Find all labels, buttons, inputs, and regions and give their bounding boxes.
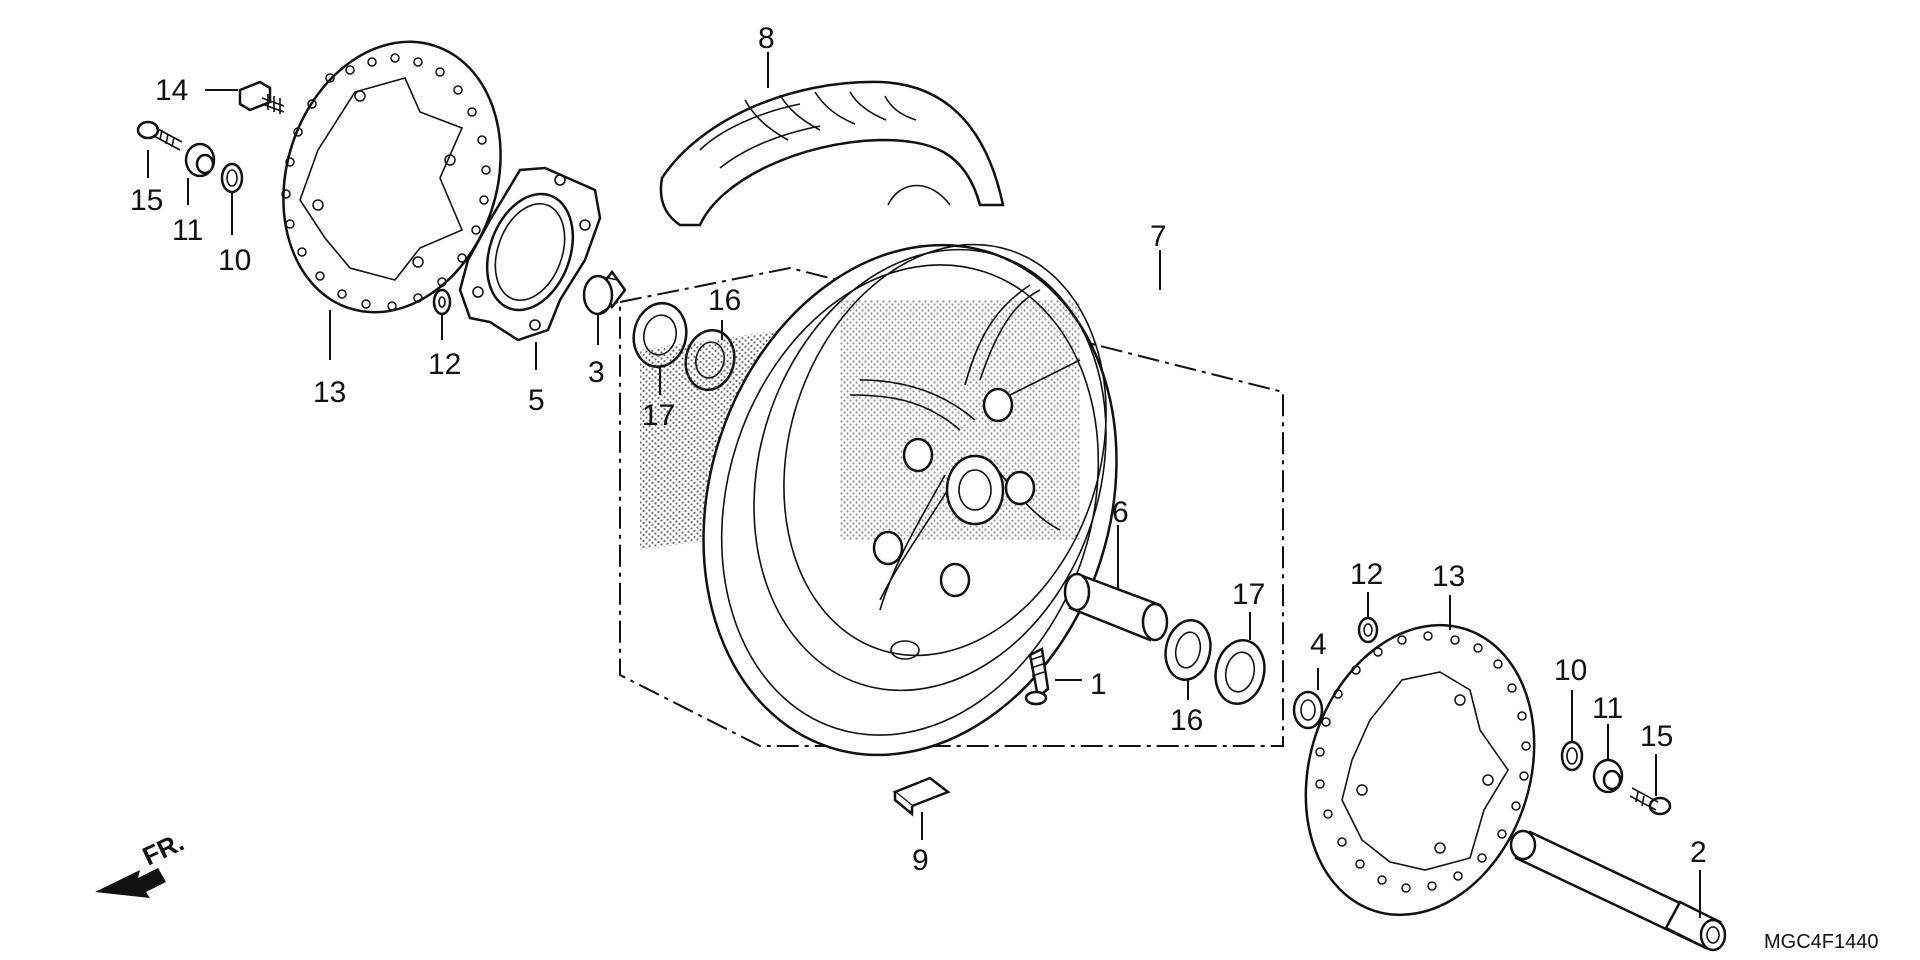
callout-8: 8 bbox=[758, 22, 775, 55]
callout-14: 14 bbox=[155, 74, 188, 107]
axle-2 bbox=[1509, 829, 1727, 952]
direction-label: FR. bbox=[138, 827, 189, 872]
callout-11-right: 11 bbox=[1592, 692, 1623, 725]
brake-disc-right bbox=[1304, 623, 1536, 917]
washer-10-left bbox=[220, 162, 244, 194]
callout-16-left: 16 bbox=[708, 284, 741, 317]
tyre-8 bbox=[659, 80, 1005, 227]
callout-1: 1 bbox=[1090, 668, 1107, 701]
callout-12-left: 12 bbox=[428, 348, 461, 381]
callout-11-left: 11 bbox=[172, 214, 203, 247]
bolt-14 bbox=[238, 80, 285, 114]
callout-17-right: 17 bbox=[1232, 578, 1265, 611]
bearing-17-right bbox=[1214, 639, 1266, 705]
weight-9 bbox=[892, 776, 951, 817]
leader-lines bbox=[147, 52, 1701, 918]
collar-4 bbox=[1292, 690, 1324, 730]
bearing-16-right bbox=[1164, 619, 1212, 681]
callouts: 1 2 3 4 5 6 7 8 9 10 10 11 11 12 12 13 1… bbox=[130, 22, 1879, 953]
washer-12-left bbox=[432, 288, 452, 316]
callout-15-right: 15 bbox=[1640, 720, 1673, 753]
callout-2: 2 bbox=[1690, 836, 1707, 869]
callout-16-right: 16 bbox=[1170, 704, 1203, 737]
callout-9: 9 bbox=[912, 844, 929, 877]
callout-15-left: 15 bbox=[130, 184, 163, 217]
diagram-code: MGC4F1440 bbox=[1764, 931, 1879, 953]
nut-11-left bbox=[184, 142, 216, 178]
callout-10-left: 10 bbox=[218, 244, 251, 277]
callout-4: 4 bbox=[1310, 628, 1327, 661]
washer-10-right bbox=[1560, 740, 1584, 772]
bolt-15-left bbox=[136, 120, 183, 151]
valve-1 bbox=[1024, 647, 1050, 706]
pulser-ring-5 bbox=[458, 166, 602, 342]
callout-13-left: 13 bbox=[313, 376, 346, 409]
bolt-15-right bbox=[1629, 787, 1672, 816]
collar-3 bbox=[582, 269, 627, 316]
spacer-6 bbox=[1063, 572, 1169, 642]
brake-disc-left bbox=[281, 40, 502, 314]
wheel-rim bbox=[640, 243, 1118, 757]
callout-6: 6 bbox=[1112, 496, 1129, 529]
callout-13-right: 13 bbox=[1432, 560, 1465, 593]
callout-12-right: 12 bbox=[1350, 558, 1383, 591]
callout-17-left: 17 bbox=[642, 399, 675, 432]
washer-12-right bbox=[1357, 616, 1379, 644]
callout-10-right: 10 bbox=[1554, 654, 1587, 687]
front-direction-arrow: FR. bbox=[95, 827, 189, 898]
callout-7: 7 bbox=[1150, 220, 1167, 253]
callout-5: 5 bbox=[528, 384, 545, 417]
nut-11-right bbox=[1592, 758, 1624, 794]
callout-3: 3 bbox=[588, 356, 605, 389]
wheel-box-7 bbox=[619, 266, 1284, 747]
